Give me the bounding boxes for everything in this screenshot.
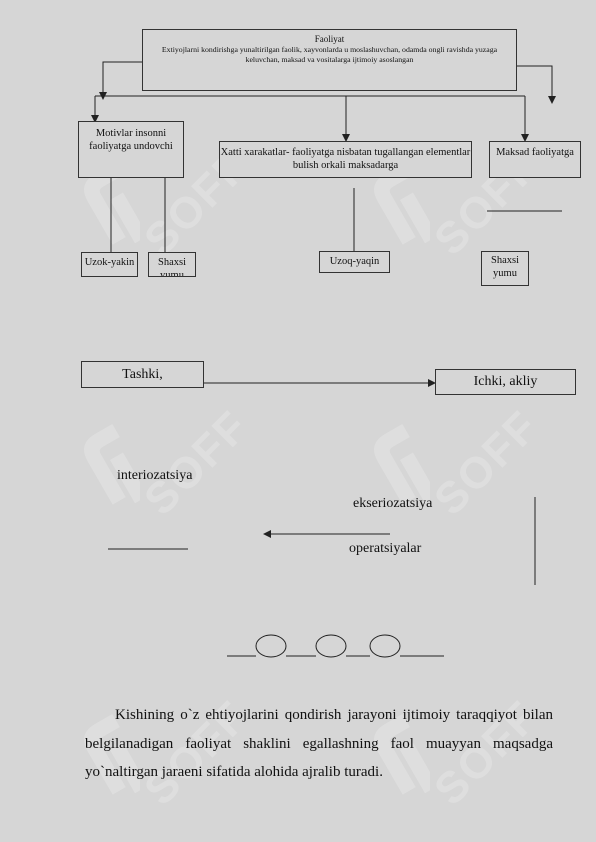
- xatti-xarakatlar-box: Xatti xarakatlar- faoliyatga nisbatan tu…: [219, 141, 472, 178]
- shaxsi-yumu-box-right: Shaxsi yumu: [481, 251, 529, 286]
- arrow-top-right: [517, 65, 556, 104]
- label-interiozatsiya: interiozatsiya: [117, 468, 193, 483]
- ichki-akliy-box: Ichki, akliy: [435, 369, 576, 395]
- faoliyat-definition: Extiyojlarni kondirishga yunaltirilgan f…: [161, 44, 498, 65]
- motivlar-box: Motivlar insonni faoliyatga undovchi: [78, 121, 184, 178]
- uzoq-yaqin-box: Uzoq-yaqin: [319, 251, 390, 273]
- maksad-box: Maksad faoliyatga: [489, 141, 581, 178]
- uzok-yakin-box: Uzok-yakin: [81, 252, 138, 277]
- faoliyat-box: Faoliyat Extiyojlarni kondirishga yunalt…: [142, 29, 517, 91]
- label-operatsiyalar: operatsiyalar: [349, 541, 422, 556]
- label-ekseriozatsiya: ekseriozatsiya: [353, 496, 433, 511]
- arrow-top-left: [99, 61, 142, 100]
- shaxsi-yumu-box: Shaxsi yumu: [148, 252, 196, 277]
- faoliyat-title: Faoliyat: [314, 34, 345, 44]
- chain-circle: [315, 634, 347, 658]
- tashki-box: Tashki,: [81, 361, 204, 388]
- chain-circle: [255, 634, 287, 658]
- body-paragraph-text: Kishining o`z ehtiyojlarini qondirish ja…: [85, 707, 553, 780]
- body-paragraph: Kishining o`z ehtiyojlarini qondirish ja…: [85, 701, 553, 787]
- chain-circle: [369, 634, 401, 658]
